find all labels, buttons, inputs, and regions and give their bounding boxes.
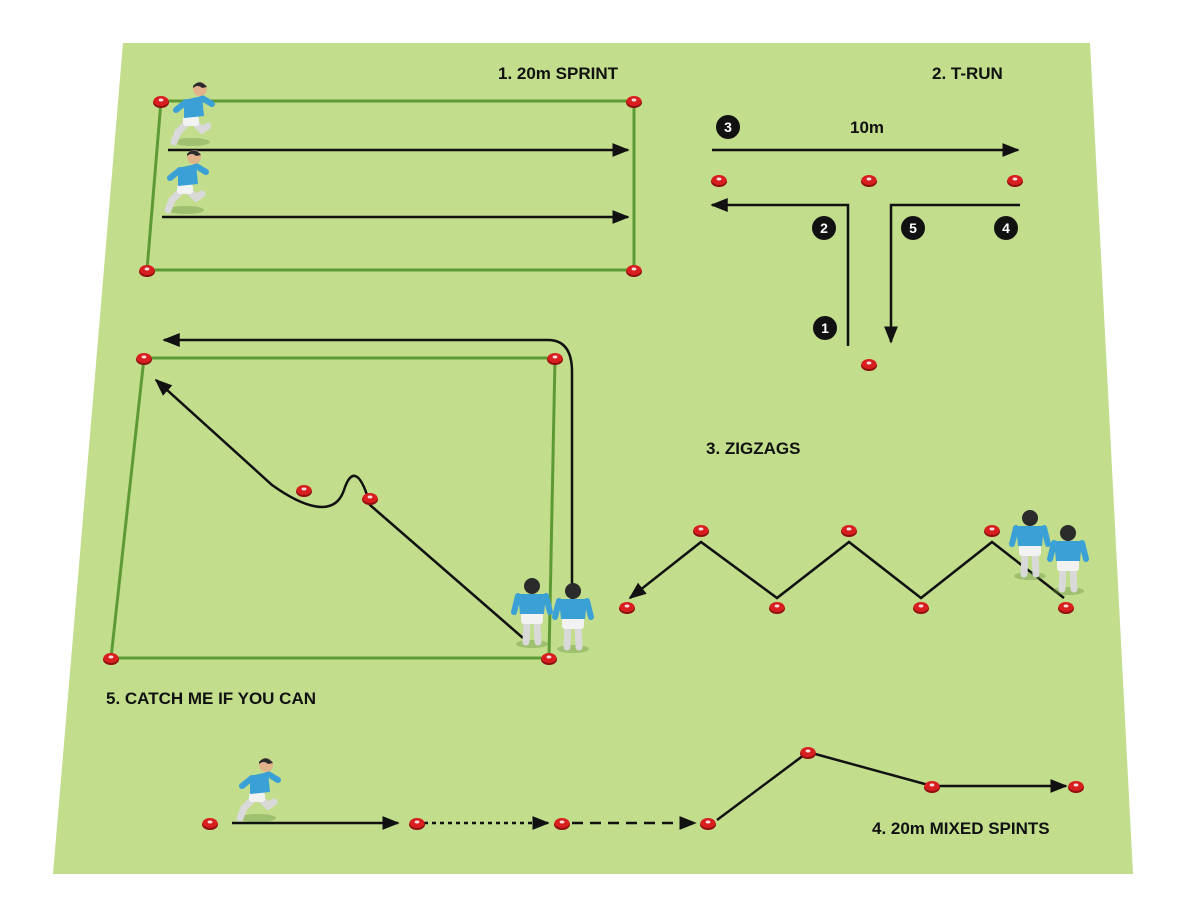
svg-text:4: 4 xyxy=(1002,220,1010,236)
cone xyxy=(362,493,378,505)
cone xyxy=(409,818,425,830)
svg-text:3: 3 xyxy=(724,119,732,135)
zigzag-arrow xyxy=(628,540,1065,600)
cone xyxy=(800,747,816,759)
cone xyxy=(547,353,563,365)
cone xyxy=(1058,602,1074,614)
cone xyxy=(700,818,716,830)
mixed-sprints-title: 4. 20m MIXED SPINTS xyxy=(872,819,1050,838)
cone xyxy=(769,602,785,614)
cone xyxy=(103,653,119,665)
cone xyxy=(711,175,727,187)
cone xyxy=(136,353,152,365)
cone xyxy=(626,96,642,108)
cone xyxy=(841,525,857,537)
t-run-title: 2. T-RUN xyxy=(932,64,1003,83)
sprint-drill: 1. 20m SPRINT xyxy=(139,64,642,277)
t-run-distance-label: 10m xyxy=(850,118,884,137)
step-badge-5: 5 xyxy=(901,216,925,240)
step-badge-3: 3 xyxy=(716,115,740,139)
catch-arrow-outer xyxy=(162,333,574,600)
step-badge-1: 1 xyxy=(813,316,837,340)
t-run-arrow-left xyxy=(710,198,850,346)
cone xyxy=(296,485,312,497)
step-badge-4: 4 xyxy=(994,216,1018,240)
catch-me-drill: 5. CATCH ME IF YOU CAN xyxy=(103,333,591,708)
cone xyxy=(626,265,642,277)
cone xyxy=(554,818,570,830)
cone xyxy=(619,602,635,614)
zigzags-drill: 3. ZIGZAGS xyxy=(619,439,1086,614)
cone xyxy=(202,818,218,830)
cone xyxy=(924,781,940,793)
catch-me-title: 5. CATCH ME IF YOU CAN xyxy=(106,689,316,708)
cone xyxy=(1007,175,1023,187)
catch-arrow-chaser xyxy=(154,378,524,639)
zigzags-title: 3. ZIGZAGS xyxy=(706,439,800,458)
svg-text:5: 5 xyxy=(909,220,917,236)
cone xyxy=(541,653,557,665)
cone xyxy=(153,96,169,108)
sprint-title: 1. 20m SPRINT xyxy=(498,64,619,83)
cone xyxy=(861,359,877,371)
cone xyxy=(913,602,929,614)
svg-text:1: 1 xyxy=(821,320,829,336)
cone xyxy=(861,175,877,187)
cone xyxy=(139,265,155,277)
training-field xyxy=(53,43,1133,874)
cone xyxy=(984,525,1000,537)
mixed-sprints-drill: 4. 20m MIXED SPINTS xyxy=(202,747,1084,838)
svg-text:2: 2 xyxy=(820,220,828,236)
t-run-drill: 2. T-RUN 10m 1 2 3 4 5 xyxy=(710,64,1023,371)
mixed-arrow-angled xyxy=(716,750,1068,822)
cone xyxy=(1068,781,1084,793)
step-badge-2: 2 xyxy=(812,216,836,240)
cone xyxy=(693,525,709,537)
t-run-arrow-return xyxy=(884,203,1020,344)
